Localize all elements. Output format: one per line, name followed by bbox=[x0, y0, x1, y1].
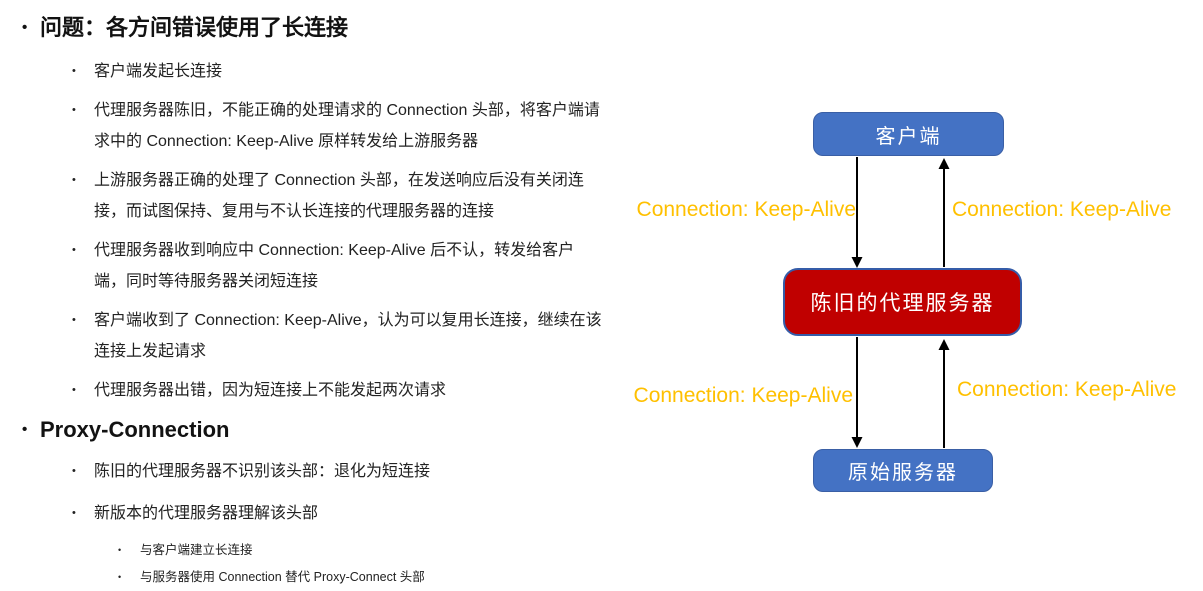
proxy-node-label: 陈旧的代理服务器 bbox=[810, 292, 995, 315]
bullet-icon: • bbox=[118, 572, 122, 582]
section2-bullet-list: • 陈旧的代理服务器不识别该头部：退化为短连接 • 新版本的代理服务器理解该头部 bbox=[72, 456, 612, 540]
origin-node-label: 原始服务器 bbox=[848, 462, 958, 484]
arrowhead-origin-to-proxy bbox=[938, 339, 950, 350]
proxy-server-node: 陈旧的代理服务器 bbox=[783, 268, 1022, 336]
arrowhead-client-to-proxy bbox=[851, 257, 863, 268]
bullet-text: 代理服务器收到响应中 Connection: Keep-Alive 后不认，转发… bbox=[94, 242, 575, 290]
bullet-text: 陈旧的代理服务器不识别该头部：退化为短连接 bbox=[94, 463, 431, 480]
section2-title: • Proxy-Connection bbox=[22, 416, 229, 444]
keepalive-label-client-request: Connection: Keep-Alive bbox=[636, 198, 856, 221]
list-item: • 客户端发起长连接 bbox=[72, 56, 604, 87]
section1-title-text: 问题：各方间错误使用了长连接 bbox=[40, 15, 349, 40]
bullet-text: 客户端收到了 Connection: Keep-Alive，认为可以复用长连接，… bbox=[94, 312, 602, 360]
bullet-text: 新版本的代理服务器理解该头部 bbox=[94, 505, 319, 522]
bullet-text: 与客户端建立长连接 bbox=[140, 543, 253, 557]
section2-title-text: Proxy-Connection bbox=[40, 417, 230, 442]
list-item: • 代理服务器陈旧，不能正确的处理请求的 Connection 头部，将客户端请求… bbox=[72, 95, 604, 157]
bullet-icon: • bbox=[72, 314, 76, 326]
keepalive-label-origin-response: Connection: Keep-Alive bbox=[957, 378, 1177, 401]
bullet-text: 上游服务器正确的处理了 Connection 头部，在发送响应后没有关闭连接，而… bbox=[94, 172, 584, 220]
bullet-icon: • bbox=[72, 65, 76, 77]
bullet-text: 与服务器使用 Connection 替代 Proxy-Connect 头部 bbox=[140, 570, 425, 584]
bullet-text: 代理服务器陈旧，不能正确的处理请求的 Connection 头部，将客户端请求中… bbox=[94, 102, 600, 150]
list-item: • 上游服务器正确的处理了 Connection 头部，在发送响应后没有关闭连接，… bbox=[72, 165, 604, 227]
list-item: • 代理服务器收到响应中 Connection: Keep-Alive 后不认，转… bbox=[72, 235, 604, 297]
client-node-label: 客户端 bbox=[875, 125, 942, 148]
bullet-icon: • bbox=[72, 174, 76, 186]
section1-bullet-list: • 客户端发起长连接 • 代理服务器陈旧，不能正确的处理请求的 Connection… bbox=[72, 56, 604, 414]
list-item: • 与服务器使用 Connection 替代 Proxy-Connect 头部 bbox=[118, 564, 598, 590]
bullet-icon: • bbox=[72, 465, 76, 477]
bullet-icon: • bbox=[22, 19, 28, 36]
bullet-icon: • bbox=[72, 104, 76, 116]
bullet-text: 代理服务器出错，因为短连接上不能发起两次请求 bbox=[94, 382, 447, 399]
list-item: • 陈旧的代理服务器不识别该头部：退化为短连接 bbox=[72, 456, 612, 487]
client-node: 客户端 bbox=[813, 112, 1004, 156]
bullet-icon: • bbox=[72, 507, 76, 519]
bullet-icon: • bbox=[118, 545, 122, 555]
keepalive-label-proxy-request: Connection: Keep-Alive bbox=[633, 384, 853, 407]
list-item: • 代理服务器出错，因为短连接上不能发起两次请求 bbox=[72, 375, 604, 406]
list-item: • 与客户端建立长连接 bbox=[118, 537, 598, 563]
list-item: • 新版本的代理服务器理解该头部 bbox=[72, 498, 612, 529]
list-item: • 客户端收到了 Connection: Keep-Alive，认为可以复用长连接… bbox=[72, 305, 604, 367]
section2-sub-bullet-list: • 与客户端建立长连接 • 与服务器使用 Connection 替代 Proxy-C… bbox=[118, 537, 598, 591]
bullet-icon: • bbox=[22, 421, 28, 438]
section1-title: • 问题：各方间错误使用了长连接 bbox=[22, 14, 348, 42]
bullet-icon: • bbox=[72, 384, 76, 396]
bullet-icon: • bbox=[72, 244, 76, 256]
arrowhead-proxy-to-client bbox=[938, 158, 950, 169]
bullet-text: 客户端发起长连接 bbox=[94, 63, 223, 80]
arrowhead-proxy-to-origin bbox=[851, 437, 863, 448]
keepalive-label-proxy-response: Connection: Keep-Alive bbox=[952, 198, 1172, 221]
origin-server-node: 原始服务器 bbox=[813, 449, 993, 492]
